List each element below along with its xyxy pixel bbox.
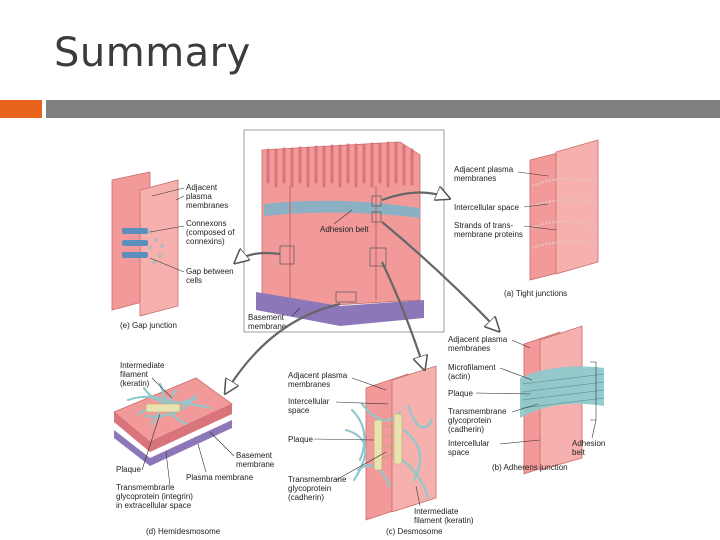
accent-bar-orange [0,100,42,118]
connexons [122,228,148,258]
desmosome-caption: (c) Desmosome [386,527,443,536]
hemidesmosome-caption: (d) Hemidesmosome [146,527,221,536]
hemi-plaque [145,403,181,413]
tight-strands [531,177,597,250]
adherens-microfilaments [520,366,604,418]
hemi-basement [114,420,232,466]
microvilli [266,141,414,188]
hemi-plaque-label: Plaque [116,465,141,474]
adherens-microfilament-label: Microfilament(actin) [448,363,496,381]
desmo-plaque-label: Plaque [288,435,313,444]
tight-intercellular-label: Intercellular space [454,203,519,212]
basement-membrane-layer [256,292,424,326]
tight-junction-caption: (a) Tight junctions [504,289,567,298]
hemi-plasma-label: Plasma membrane [186,473,254,482]
adherens-plaque-label: Plaque [448,389,473,398]
central-adhesion-belt-label: Adhesion belt [320,225,369,234]
accent-bar-gray [46,100,720,118]
adherens-junction-caption: (b) Adherens junction [492,463,568,472]
arrows [226,192,498,392]
gap-junction-caption: (e) Gap junction [120,321,177,330]
slide-title: Summary [54,30,251,76]
tight-strands-label: Strands of trans-membrane proteins [454,221,523,239]
